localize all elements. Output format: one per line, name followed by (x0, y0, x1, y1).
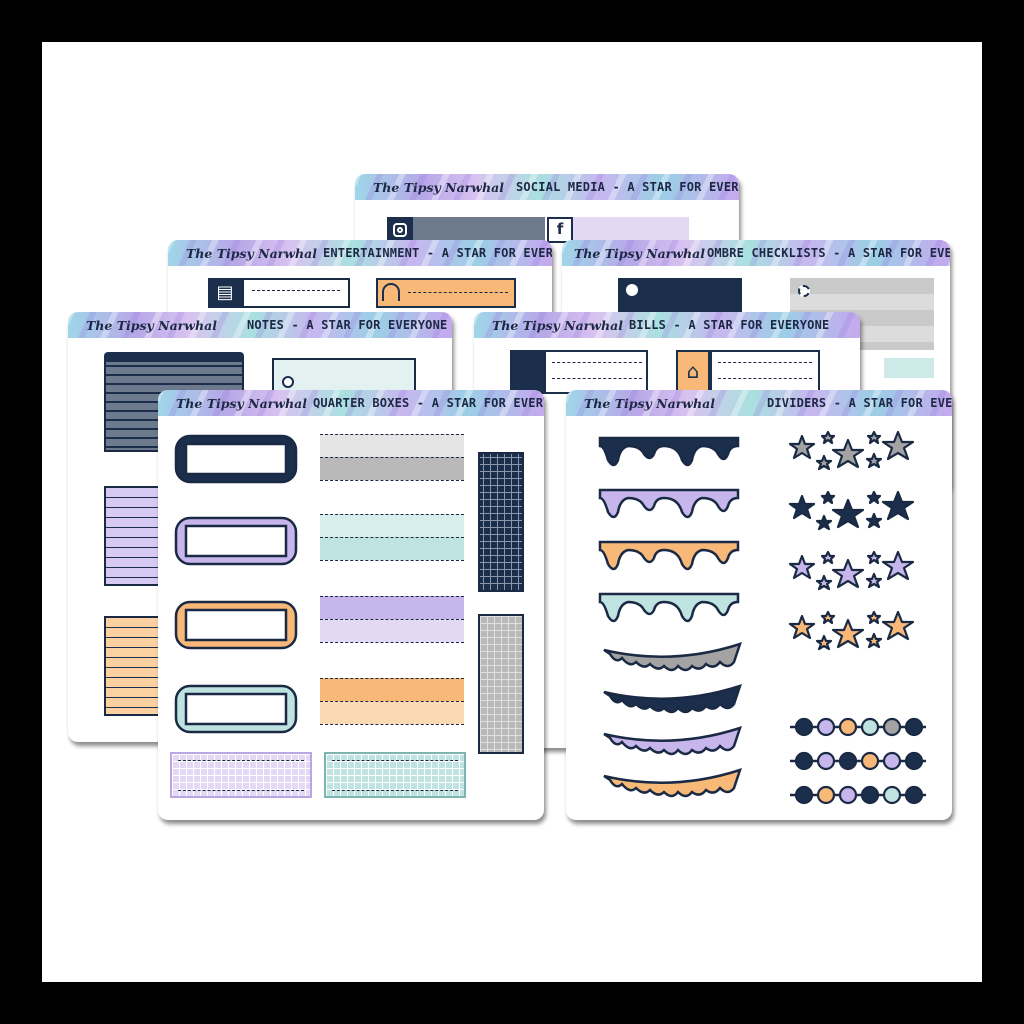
sheet-header: The Tipsy Narwhal NOTES - A STAR FOR EVE… (68, 312, 452, 338)
sheet-title: ENTERTAINMENT - A STAR FOR EVERYONE (322, 246, 552, 260)
scalloped-frame-navy (174, 434, 298, 484)
instagram-icon (387, 217, 413, 243)
sheet-quarter-boxes: The Tipsy Narwhal QUARTER BOXES - A STAR… (158, 390, 544, 820)
bead-divider-3 (790, 785, 926, 805)
star-cluster-peach (788, 610, 915, 651)
brand-name: The Tipsy Narwhal (176, 395, 307, 411)
facebook-icon: f (547, 217, 573, 243)
note-peach (104, 616, 164, 716)
sheet-header: The Tipsy Narwhal BILLS - A STAR FOR EVE… (474, 312, 860, 338)
brand-name: The Tipsy Narwhal (492, 317, 623, 333)
bead-divider-2 (790, 751, 926, 771)
sheet-dividers: The Tipsy Narwhal DIVIDERS - A STAR FOR … (566, 390, 952, 820)
sheet-header: The Tipsy Narwhal SOCIAL MEDIA - A STAR … (355, 174, 739, 200)
bunting-divider-navy (603, 684, 742, 714)
house-icon: ⌂ (676, 350, 710, 394)
sheet-title: DIVIDERS - A STAR FOR EVERYONE (766, 396, 952, 410)
bunting-divider-peach (603, 768, 742, 798)
sheet-title: OMBRE CHECKLISTS - A STAR FOR EVERYONE (706, 246, 950, 260)
scalloped-frame-mint (174, 684, 298, 734)
flower-icon (626, 284, 638, 296)
sheet-title: NOTES - A STAR FOR EVERYONE (246, 318, 448, 332)
bunting-divider-lavender (603, 726, 742, 756)
sheet-header: The Tipsy Narwhal ENTERTAINMENT - A STAR… (168, 240, 552, 266)
brand-name: The Tipsy Narwhal (584, 395, 715, 411)
sheet-title: QUARTER BOXES - A STAR FOR EVERYONE (312, 396, 544, 410)
sheet-header: The Tipsy Narwhal QUARTER BOXES - A STAR… (158, 390, 544, 416)
grid-box-lavender (170, 752, 312, 798)
brand-name: The Tipsy Narwhal (574, 245, 705, 261)
sheet-title: SOCIAL MEDIA - A STAR FOR EVERYONE (515, 180, 739, 194)
star-cluster-gray (788, 430, 915, 471)
grid-box-navy (478, 452, 524, 592)
star-cluster-lavender (788, 550, 915, 591)
sheet-title: BILLS - A STAR FOR EVERYONE (628, 318, 830, 332)
brand-name: The Tipsy Narwhal (186, 245, 317, 261)
brand-name: The Tipsy Narwhal (86, 317, 217, 333)
product-image-frame: The Tipsy Narwhal SOCIAL MEDIA - A STAR … (42, 42, 982, 982)
drip-divider-navy (598, 436, 740, 467)
grid-box-gray (478, 614, 524, 754)
scalloped-frame-lavender (174, 516, 298, 566)
brand-name: The Tipsy Narwhal (373, 179, 504, 195)
drip-divider-mint (598, 592, 740, 623)
scalloped-frame-peach (174, 600, 298, 650)
drip-divider-peach (598, 540, 740, 571)
bead-divider-1 (790, 717, 926, 737)
water-tap-icon (510, 350, 544, 394)
grid-box-mint (324, 752, 466, 798)
book-icon: ▤ (208, 278, 242, 308)
star-cluster-navy (788, 490, 915, 531)
sheet-header: The Tipsy Narwhal OMBRE CHECKLISTS - A S… (562, 240, 950, 266)
bunting-divider-gray (603, 642, 742, 672)
drip-divider-lavender (598, 488, 740, 519)
sheet-header: The Tipsy Narwhal DIVIDERS - A STAR FOR … (566, 390, 952, 416)
note-lavender (104, 486, 164, 586)
